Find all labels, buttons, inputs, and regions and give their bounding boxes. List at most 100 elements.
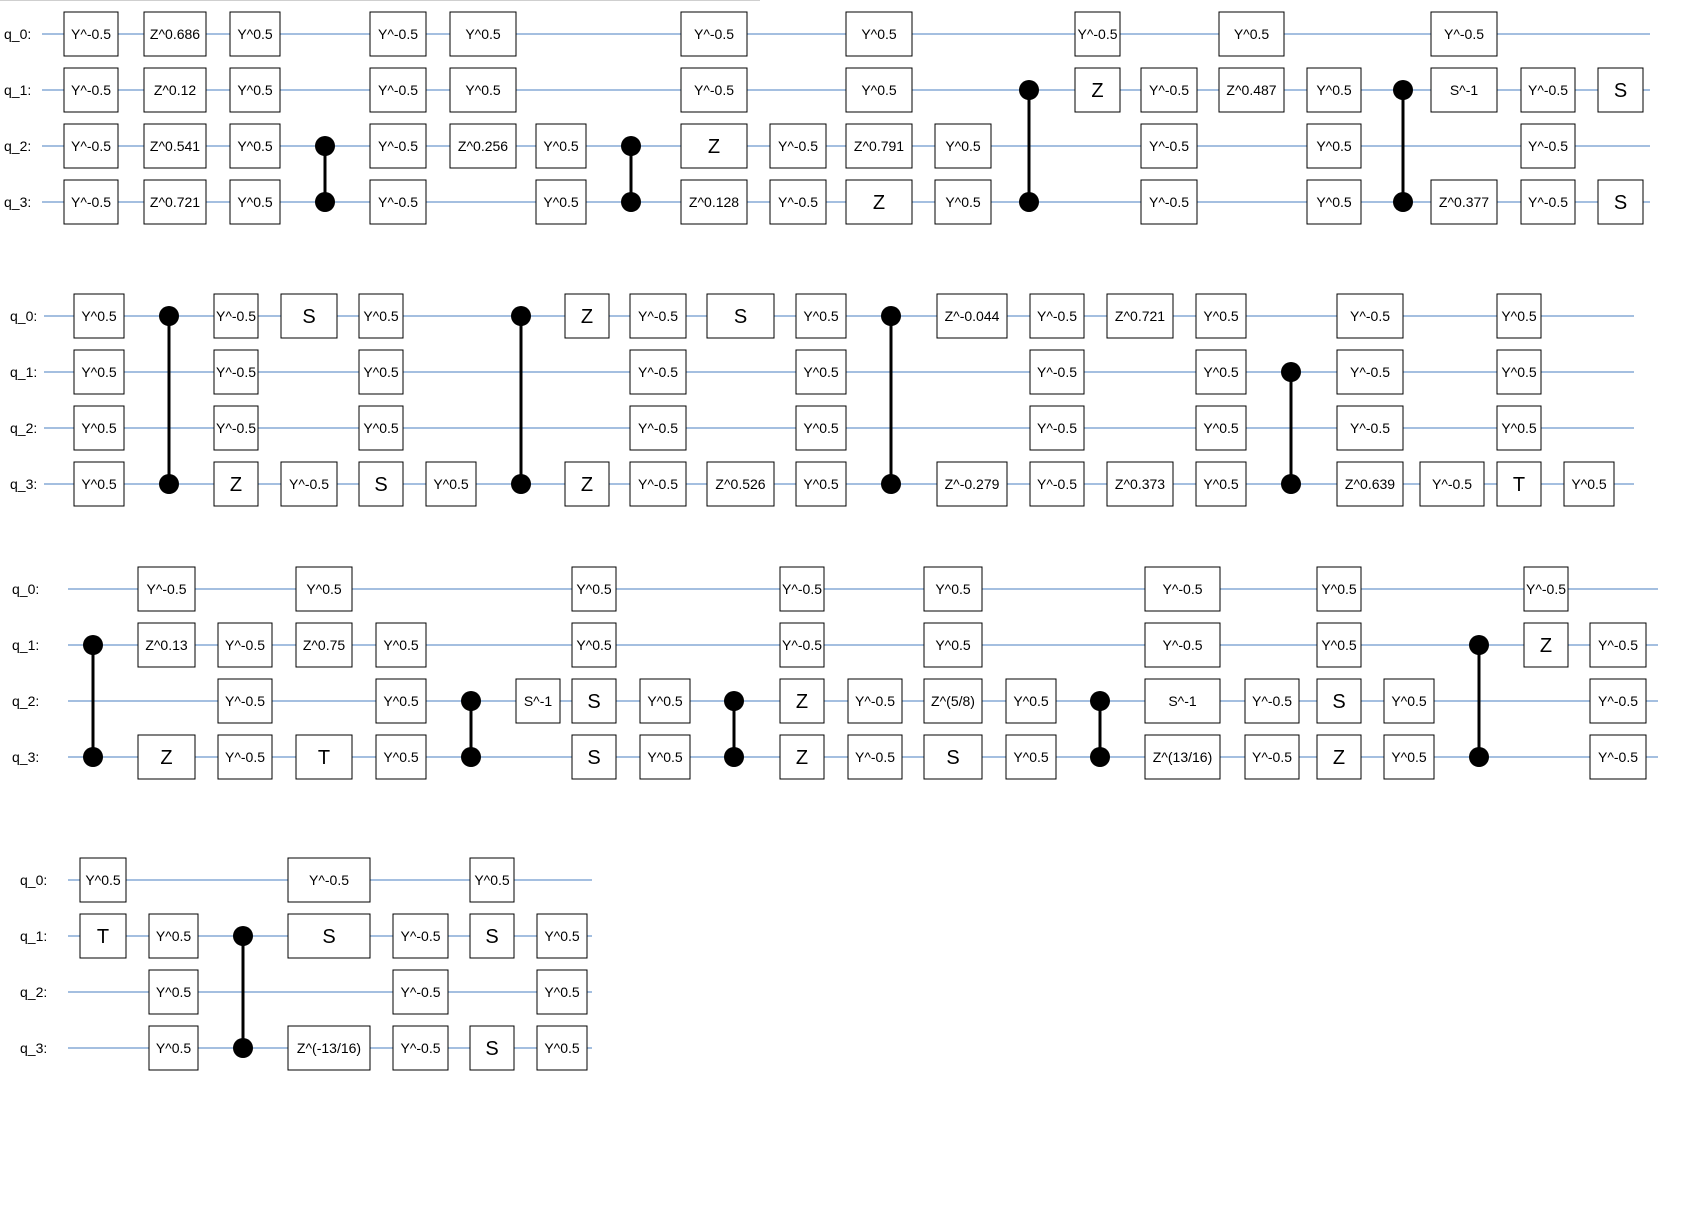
gate-label: Y^-0.5: [400, 1040, 440, 1056]
gate-label: Z: [796, 691, 808, 713]
gate-label: Y^0.5: [647, 749, 683, 765]
qubit-label-q2: q_2:: [20, 984, 47, 1000]
gate-s-q0: S: [280, 293, 338, 339]
gate-s-q3: S: [469, 1025, 515, 1071]
gate-y-pow-0p5-q1: Y^0.5: [536, 913, 588, 959]
gate-box: [143, 123, 207, 169]
gate-label: Y^0.5: [363, 364, 399, 380]
gate-label: Y^0.5: [861, 82, 897, 98]
gate-z-pow-0p373-q3: Z^0.373: [1106, 461, 1174, 507]
cz-gate-q0-q3: [881, 306, 901, 494]
gate-label: Y^0.5: [237, 138, 273, 154]
gate-box: [934, 179, 992, 225]
gate-y-pow-0p5-q2: Y^0.5: [1383, 678, 1435, 724]
control-dot-q0: [881, 306, 901, 326]
gate-label: Y^-0.5: [1037, 476, 1077, 492]
gate-box: [392, 913, 449, 959]
gate-s-q3: S: [571, 734, 617, 780]
gate-label: Z^(5/8): [931, 693, 975, 709]
gate-box: [923, 622, 983, 668]
gate-y-pow-0p5-q2: Y^0.5: [358, 405, 404, 451]
gate-label: Y^-0.5: [694, 26, 734, 42]
control-dot-q0: [511, 306, 531, 326]
gate-s-q2: S: [571, 678, 617, 724]
gate-y-pow-0p5-q0: Y^-0.5: [369, 11, 427, 57]
gate-y-pow-0p5-q0: Y^-0.5: [1430, 11, 1498, 57]
gate-box: [425, 461, 477, 507]
gate-label: Y^-0.5: [638, 420, 678, 436]
gate-box: [213, 293, 259, 339]
gate-y-pow-0p5-q3: Y^-0.5: [847, 734, 903, 780]
gate-box: [73, 349, 125, 395]
cz-gate-q1-q3: [83, 635, 103, 767]
gate-label: Y^-0.5: [1149, 194, 1189, 210]
gate-label: Y^0.5: [237, 82, 273, 98]
gate-label: Z^0.377: [1439, 194, 1489, 210]
gate-box: [1140, 67, 1198, 113]
control-dot-q2: [315, 136, 335, 156]
gate-y-pow-0p5-q2: Y^0.5: [1005, 678, 1057, 724]
gate-y-pow-0p5-q3: Y^-0.5: [369, 179, 427, 225]
gate-label: Y^-0.5: [216, 420, 256, 436]
gate-y-pow-0p5-q1: Y^-0.5: [392, 913, 449, 959]
gate-y-pow-0p5-q2: Y^0.5: [1496, 405, 1542, 451]
gate-box: [1029, 405, 1085, 451]
gate-s-pow-1-q1: S^-1: [1430, 67, 1498, 113]
gate-box: [936, 293, 1008, 339]
gate-box: [845, 67, 913, 113]
gate-y-pow-0p5-q1: Y^-0.5: [779, 622, 825, 668]
gate-y-pow-0p5-q1: Y^0.5: [571, 622, 617, 668]
gate-label: Z: [160, 747, 172, 769]
gate-label: Z^0.13: [145, 637, 188, 653]
gate-box: [845, 11, 913, 57]
gate-box: [1218, 11, 1285, 57]
gate-label: Y^0.5: [1203, 308, 1239, 324]
gate-box: [1144, 734, 1221, 780]
gate-y-pow-0p5-q2: Y^-0.5: [1589, 678, 1647, 724]
gate-label: Y^-0.5: [782, 637, 822, 653]
gate-y-pow-0p5-q2: Y^-0.5: [1140, 123, 1198, 169]
gate-label: Y^-0.5: [1526, 581, 1566, 597]
gate-box: [1195, 349, 1247, 395]
gate-label: Z^(-13/16): [297, 1040, 361, 1056]
gate-y-pow-0p5-q3: Y^-0.5: [280, 461, 338, 507]
gate-label: Y^-0.5: [146, 581, 186, 597]
gate-box: [1430, 11, 1498, 57]
gate-box: [213, 461, 259, 507]
gate-box: [287, 1025, 371, 1071]
gate-label: Y^0.5: [465, 26, 501, 42]
gate-label: Y^0.5: [237, 26, 273, 42]
gate-box: [779, 678, 825, 724]
gate-label: Y^-0.5: [855, 749, 895, 765]
gate-label: Y^0.5: [1391, 749, 1427, 765]
gate-box: [1430, 179, 1498, 225]
gate-z-q3: Z: [845, 179, 913, 225]
gate-y-pow-0p5-q2: Y^-0.5: [217, 678, 273, 724]
cz-gate-q1-q3: [1019, 80, 1039, 212]
gate-box: [1306, 179, 1362, 225]
gate-box: [1005, 678, 1057, 724]
gate-label: Y^0.5: [237, 194, 273, 210]
gate-box: [229, 11, 281, 57]
gate-box: [375, 622, 427, 668]
gate-label: Y^-0.5: [1149, 82, 1189, 98]
gate-label: Y^0.5: [544, 984, 580, 1000]
gate-box: [1520, 123, 1576, 169]
circuit-row-4: q_0:q_1:q_2:q_3:TY^0.5Y^0.5Y^0.5Y^0.5SZ^…: [20, 857, 592, 1071]
gate-label: Y^-0.5: [400, 984, 440, 1000]
gate-y-pow-0p5-q1: Y^-0.5: [680, 67, 748, 113]
gate-y-pow-0p5-q1: Y^-0.5: [1140, 67, 1198, 113]
gate-label: Z: [796, 747, 808, 769]
gate-box: [769, 123, 827, 169]
gate-label: Y^-0.5: [1528, 82, 1568, 98]
gate-y-pow-0p5-q0: Y^0.5: [1195, 293, 1247, 339]
gate-label: Y^-0.5: [638, 308, 678, 324]
gate-label: S: [322, 926, 335, 948]
gate-box: [1316, 622, 1362, 668]
gate-label: Z^0.256: [458, 138, 508, 154]
gate-y-pow-0p5-q2: Y^-0.5: [629, 405, 687, 451]
gate-box: [295, 566, 353, 612]
gate-label: Z^0.721: [150, 194, 200, 210]
gate-y-pow-0p5-q2: Y^0.5: [535, 123, 587, 169]
gate-box: [287, 913, 371, 959]
